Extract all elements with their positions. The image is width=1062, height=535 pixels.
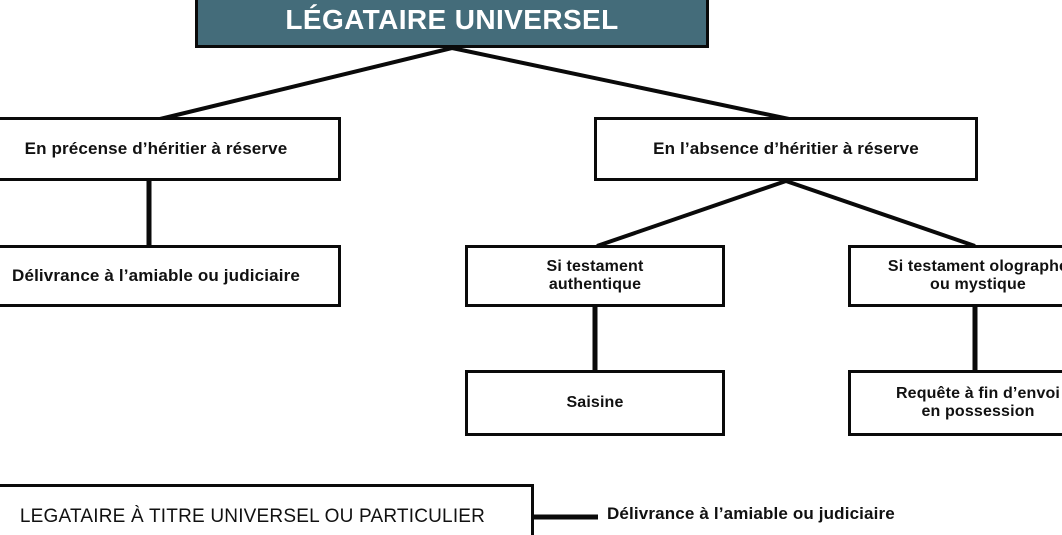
node-legataire-universel[interactable]: LÉGATAIRE UNIVERSEL bbox=[195, 0, 709, 48]
node-si-testament-olographe-mystique[interactable]: Si testament olographe ou mystique bbox=[848, 245, 1062, 307]
node-si-testament-olographe-mystique-label: Si testament olographe ou mystique bbox=[887, 257, 1062, 293]
node-legataire-universel-label: LÉGATAIRE UNIVERSEL bbox=[285, 3, 619, 35]
node-saisine[interactable]: Saisine bbox=[465, 370, 725, 436]
node-en-absence-heritier-reserve[interactable]: En l’absence d’héritier à réserve bbox=[594, 117, 978, 181]
node-requete-envoi-possession-label: Requête à fin d’envoi en possession bbox=[895, 384, 1061, 420]
edge-root-to-presence bbox=[159, 46, 453, 121]
node-legataire-titre-universel-particulier-label: LEGATAIRE À TITRE UNIVERSEL OU PARTICULI… bbox=[19, 506, 486, 528]
note-delivrance-amiable-judiciaire-label: Délivrance à l’amiable ou judiciaire bbox=[607, 504, 895, 523]
node-si-testament-authentique-label: Si testament authentique bbox=[546, 257, 644, 293]
node-requete-envoi-possession[interactable]: Requête à fin d’envoi en possession bbox=[848, 370, 1062, 436]
edge-absence-to-authentique bbox=[596, 179, 787, 248]
edge-absence-to-olographe bbox=[785, 179, 976, 248]
note-delivrance-amiable-judiciaire: Délivrance à l’amiable ou judiciaire bbox=[607, 504, 895, 524]
node-en-presence-heritier-reserve-label: En précense d’héritier à réserve bbox=[24, 139, 288, 159]
node-en-presence-heritier-reserve[interactable]: En précense d’héritier à réserve bbox=[0, 117, 341, 181]
node-legataire-titre-universel-particulier[interactable]: LEGATAIRE À TITRE UNIVERSEL OU PARTICULI… bbox=[0, 484, 534, 535]
edge-root-to-absence bbox=[451, 46, 790, 121]
node-si-testament-authentique[interactable]: Si testament authentique bbox=[465, 245, 725, 307]
node-en-absence-heritier-reserve-label: En l’absence d’héritier à réserve bbox=[653, 139, 919, 159]
node-delivrance-amiable-judiciaire-label: Délivrance à l’amiable ou judiciaire bbox=[12, 266, 300, 286]
node-delivrance-amiable-judiciaire[interactable]: Délivrance à l’amiable ou judiciaire bbox=[0, 245, 341, 307]
node-saisine-label: Saisine bbox=[566, 393, 624, 411]
